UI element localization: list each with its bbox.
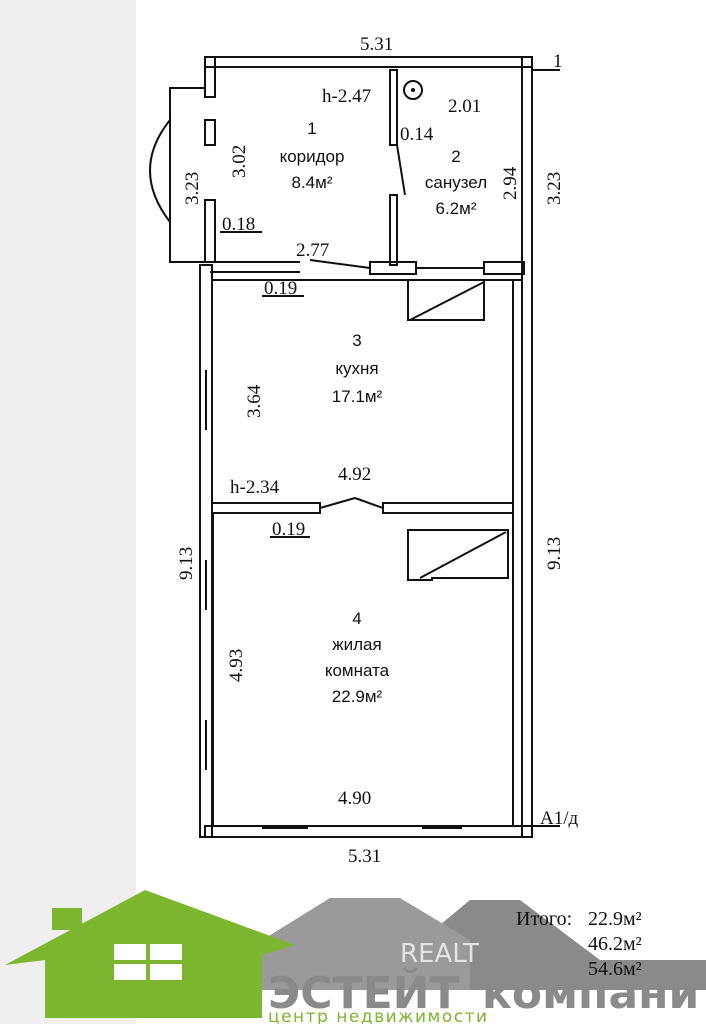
total-2: 46.2м² [588,933,642,955]
dim-left-upper: 3.23 [182,172,203,205]
room-2-name: санузел [425,173,487,192]
room-4-area: 22.9м² [332,687,383,706]
dim-kitchen-width: 2.77 [296,240,329,261]
dim-corridor-height: 3.02 [229,145,250,178]
room-1-number: 1 [307,119,316,138]
dim-top: 5.31 [360,34,393,55]
brand-part2: компани [482,968,699,1019]
room-4-number: 4 [352,609,361,628]
room-4-name-2: комната [325,661,390,680]
total-3: 54.6м² [588,958,642,980]
room-3-number: 3 [352,331,361,350]
dim-divider: 4.92 [338,464,371,485]
ceiling-height-1: h-2.47 [322,86,371,107]
dim-left-total: 9.13 [176,547,197,580]
dim-bath-height: 2.94 [500,166,521,200]
totals-label: Итого: [516,908,572,930]
dim-right-total: 9.13 [544,537,565,570]
room-3-area: 17.1м² [332,387,383,406]
dim-room-height: 4.93 [226,649,247,682]
section-mark-a1: A1/д [540,808,579,829]
dim-wall-3: 0.19 [272,519,305,540]
room-2-number: 2 [451,147,460,166]
room-3-name: кухня [335,359,378,378]
dim-bath-width: 2.01 [448,96,481,117]
room-2-area: 6.2м² [436,199,477,218]
riser-icon [411,88,415,92]
walls [149,56,560,838]
total-1: 22.9м² [588,908,642,930]
company-logo: ЭСТЕЙТ компани центр недвижимости REALT [5,890,706,1024]
dim-partition: 0.14 [400,124,434,145]
dim-room-width: 4.90 [338,788,371,809]
dim-wall-2: 0.19 [264,278,297,299]
section-mark-1: 1 [553,51,563,72]
dim-wall-1: 0.18 [222,214,255,235]
dim-right-upper: 3.23 [544,172,565,205]
left-margin-strip [0,0,136,1024]
brand-part1: ЭСТЕЙТ [268,966,460,1019]
watermark: REALT [400,939,479,969]
room-1-name: коридор [280,147,345,166]
dim-bottom: 5.31 [348,846,381,867]
dim-kitchen-height: 3.64 [244,384,265,418]
brand-tagline: центр недвижимости [268,1007,489,1024]
room-4-name-1: жилая [332,635,381,654]
room-1-area: 8.4м² [292,173,333,192]
room-labels: 1 коридор 8.4м² 2 санузел 6.2м² 3 кухня … [280,119,488,706]
ceiling-height-2: h-2.34 [230,477,280,498]
